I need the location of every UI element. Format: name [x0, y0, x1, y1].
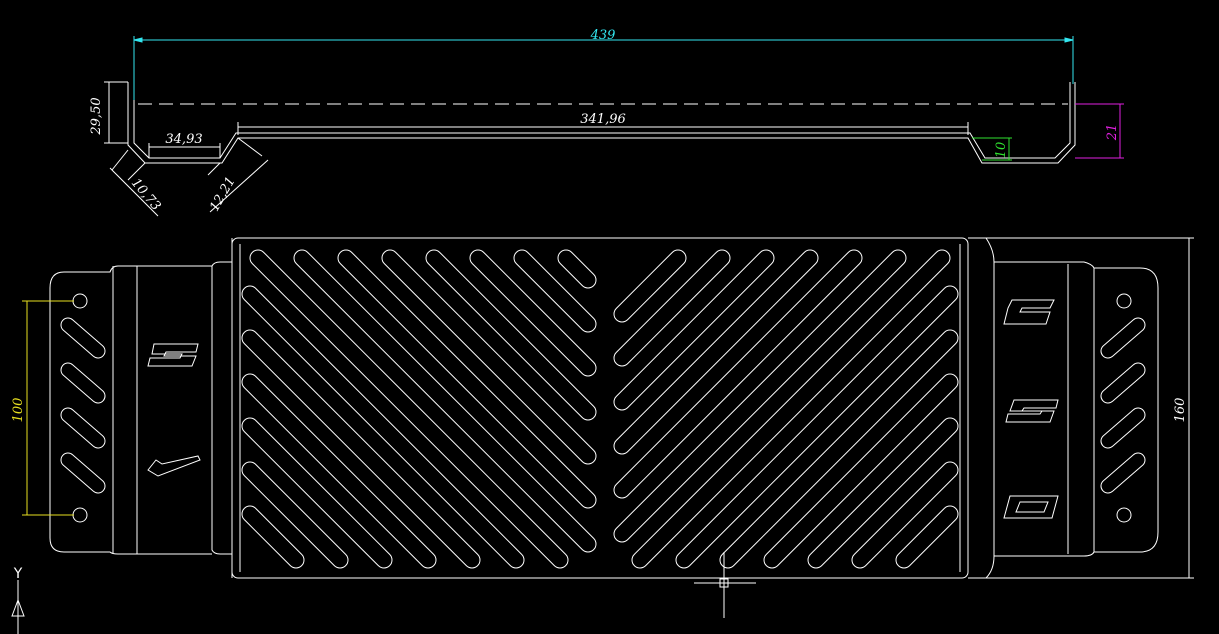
main-slot-left [241, 373, 437, 569]
dim-step-depth-label: 10 [994, 142, 1009, 159]
dim-bend-height-label: 29,50 [89, 97, 104, 135]
left-logo-s-icon [147, 343, 199, 367]
main-slot-left [557, 249, 597, 289]
main-slot-right [613, 249, 731, 367]
main-slot-right [763, 373, 959, 569]
dim-step-depth [972, 137, 1012, 161]
right-tab-outline [968, 237, 1159, 579]
main-slot-right [895, 505, 959, 569]
main-slot-left [469, 249, 597, 377]
main-slot-left [337, 249, 597, 509]
hole-right-bottom [1116, 507, 1132, 523]
plan-view [49, 237, 1159, 579]
dim-plate-height-label: 160 [1173, 398, 1188, 423]
dim-overall-length-label: 439 [590, 28, 616, 43]
hole-left-top [72, 293, 88, 309]
main-slot-right [851, 461, 959, 569]
right-logo-6-icon [1003, 299, 1055, 325]
right-logo-0-icon [1003, 495, 1059, 519]
main-slot-right [613, 249, 687, 323]
dim-chamfer-a [109, 149, 159, 217]
main-slot-left [241, 505, 305, 569]
left-logo-v-icon [147, 455, 201, 477]
dim-inner-length [237, 122, 969, 135]
main-slot-left [293, 249, 597, 553]
profile-outer [127, 82, 1076, 164]
right-logo-s-icon [1005, 399, 1059, 423]
dim-right-height-label: 21 [1105, 124, 1120, 142]
dim-flange-width-label: 34,93 [165, 132, 202, 147]
main-slot-right [631, 249, 951, 569]
dim-flange-width [148, 143, 221, 158]
dim-chamfer-b-label: 12,21 [207, 174, 239, 214]
dim-inner-length-label: 341,96 [580, 112, 626, 127]
dim-hole-spacing [22, 300, 74, 516]
main-slot-left [241, 329, 481, 569]
hole-left-bottom [72, 507, 88, 523]
dim-bend-height [104, 81, 128, 144]
dim-overall-length [133, 36, 1074, 100]
main-slot-right [613, 249, 907, 543]
main-slot-left [249, 249, 569, 569]
main-slot-right [675, 285, 959, 569]
main-panel [231, 237, 969, 579]
left-tab-slots-inner [61, 318, 105, 493]
main-slot-right [613, 249, 775, 411]
ucs-axis-icon [11, 580, 25, 634]
left-tab-outline [49, 238, 233, 578]
ucs-y-label: Y [13, 566, 23, 582]
main-slot-right [807, 417, 959, 569]
main-slot-right [719, 329, 959, 569]
main-slots-right [613, 249, 959, 569]
center-crosshair-icon [694, 552, 756, 618]
side-profile [127, 82, 1076, 164]
main-slot-left [241, 461, 349, 569]
dim-hole-spacing-label: 100 [11, 398, 26, 423]
main-slot-left [241, 285, 525, 569]
dim-right-height [1075, 103, 1124, 159]
main-slot-right [613, 249, 863, 499]
dim-plate-height [970, 237, 1194, 579]
main-slot-left [425, 249, 597, 421]
right-tab-slots-inner [1101, 318, 1145, 493]
main-slot-left [381, 249, 597, 465]
main-slot-left [513, 249, 597, 333]
hole-right-top [1116, 293, 1132, 309]
main-slot-left [241, 417, 393, 569]
dim-chamfer-b [207, 137, 269, 213]
dim-chamfer-a-label: 10,73 [128, 176, 163, 214]
main-slots-left [241, 249, 597, 569]
profile-inner [133, 82, 1071, 159]
main-slot-right [613, 249, 819, 455]
